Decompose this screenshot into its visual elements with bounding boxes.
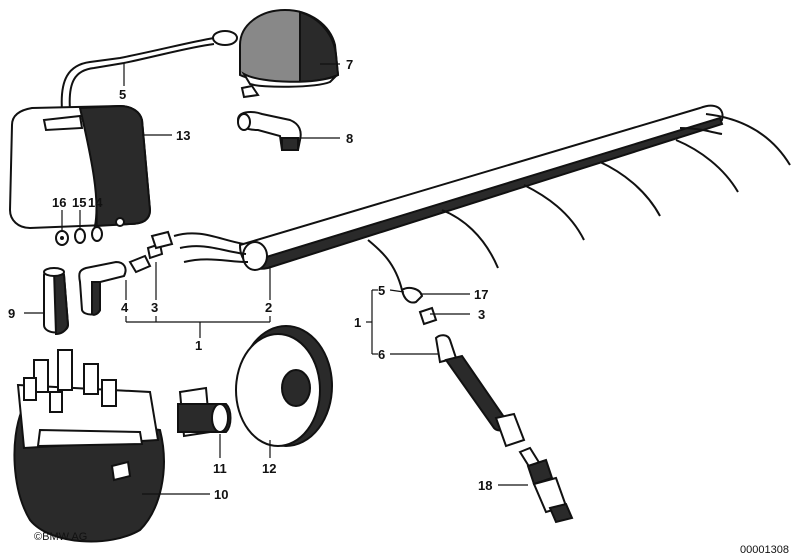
callout-10: 10 — [214, 487, 228, 502]
leader-lines — [24, 63, 528, 495]
part-5-hose — [60, 37, 215, 111]
part-7-cover — [212, 8, 340, 99]
callout-17: 17 — [474, 287, 488, 302]
callout-labels: 5 7 8 13 16 15 14 9 4 3 2 1 5 17 3 1 6 1… — [8, 57, 492, 502]
part-8-connector — [236, 111, 302, 151]
part-2-harness — [173, 104, 791, 291]
part-9-boot — [43, 267, 70, 336]
callout-8: 8 — [346, 131, 353, 146]
copyright-text: ©BMW AG — [34, 531, 87, 543]
parts-14-16-hardware — [55, 226, 103, 246]
callout-18: 18 — [478, 478, 492, 493]
callout-5-right: 5 — [378, 283, 385, 298]
callout-1-left: 1 — [195, 338, 202, 353]
callout-1-right: 1 — [354, 315, 361, 330]
callout-3-left: 3 — [151, 300, 158, 315]
callout-5-top: 5 — [119, 87, 126, 102]
callout-2: 2 — [265, 300, 272, 315]
part-6-plug-lead — [400, 287, 526, 448]
part-13-coil-cover — [8, 104, 152, 230]
part-12-dust-shield — [235, 325, 333, 447]
part-11-rotor — [177, 386, 232, 438]
callout-9: 9 — [8, 306, 15, 321]
callout-12: 12 — [262, 461, 276, 476]
callout-11: 11 — [213, 461, 227, 476]
callout-3-right: 3 — [478, 307, 485, 322]
callout-16: 16 — [52, 195, 66, 210]
callout-4: 4 — [121, 300, 129, 315]
part-3-terminals — [128, 230, 174, 274]
part-4-angled-plug — [78, 260, 127, 316]
callout-6: 6 — [378, 347, 385, 362]
callout-14: 14 — [88, 195, 103, 210]
callout-15: 15 — [72, 195, 86, 210]
image-number: 00001308 — [740, 544, 789, 556]
callout-7: 7 — [346, 57, 353, 72]
part-18-spark-plug — [518, 446, 574, 524]
part-10-distributor — [13, 349, 165, 543]
callout-13: 13 — [176, 128, 190, 143]
